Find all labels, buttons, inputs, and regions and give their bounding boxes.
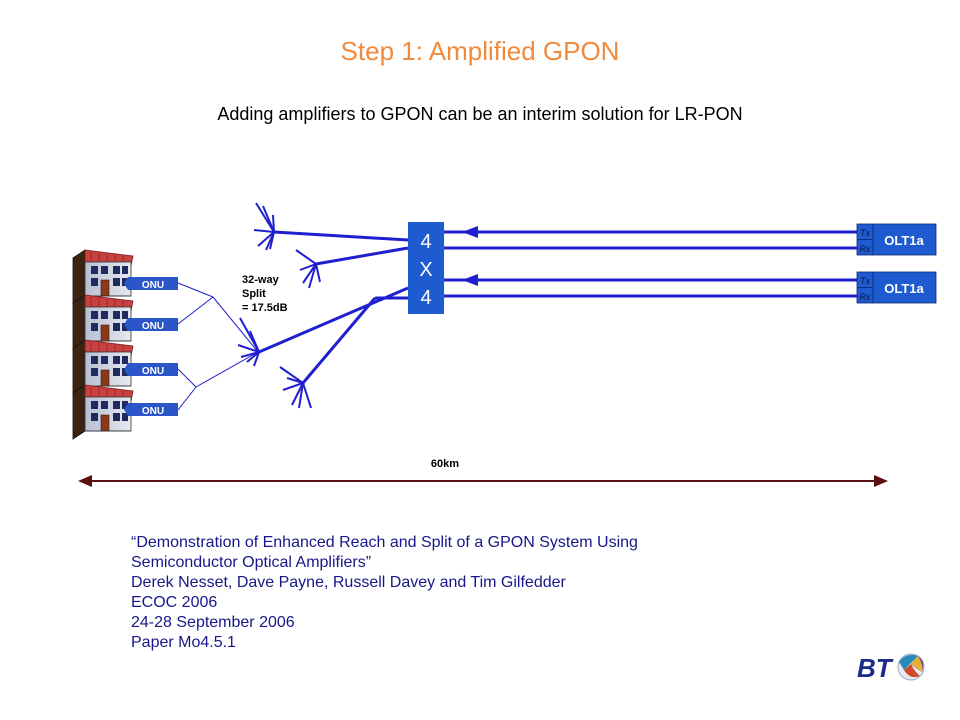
svg-text:OLT1a: OLT1a (884, 281, 924, 296)
splitter-fanout (253, 202, 275, 251)
svg-text:BT: BT (857, 653, 894, 683)
splitter-label: 32-way Split = 17.5dB (242, 274, 288, 314)
slide-title: Step 1: Amplified GPON (340, 36, 620, 66)
reference-line: “Demonstration of Enhanced Reach and Spl… (131, 534, 638, 551)
onu-box: ONU (124, 318, 178, 332)
svg-text:OLT1a: OLT1a (884, 233, 924, 248)
olt-unit: Tx Rx OLT1a (856, 271, 937, 304)
house-icon (72, 384, 134, 440)
svg-text:4: 4 (420, 287, 431, 309)
svg-text:Rx: Rx (860, 244, 871, 254)
svg-text:Tx: Tx (860, 228, 870, 238)
amplifier-4x4: 4 X 4 (408, 222, 444, 314)
direction-arrow-icon (462, 226, 478, 286)
svg-text:ONU: ONU (142, 366, 164, 377)
svg-text:Rx: Rx (860, 292, 871, 302)
reference-line: Derek Nesset, Dave Payne, Russell Davey … (131, 574, 566, 591)
reference-citation: “Demonstration of Enhanced Reach and Spl… (131, 533, 638, 653)
svg-text:Tx: Tx (860, 276, 870, 286)
distance-arrow: 60km (78, 458, 888, 487)
house-icon (72, 294, 134, 350)
reference-line: Semiconductor Optical Amplifiers” (131, 554, 372, 571)
bt-logo: BT (857, 653, 925, 683)
svg-text:Split: Split (242, 288, 266, 300)
reference-line: Paper Mo4.5.1 (131, 634, 236, 651)
splitter-fanout (295, 249, 321, 289)
splitter-fanout (279, 366, 312, 409)
feeder-fibres (258, 230, 409, 384)
reference-line: ECOC 2006 (131, 594, 218, 611)
house-icon (72, 339, 134, 395)
onu-box: ONU (124, 363, 178, 377)
svg-text:ONU: ONU (142, 280, 164, 291)
onu-box: ONU (124, 403, 178, 417)
svg-text:32-way: 32-way (242, 274, 280, 286)
onu-drop-fibres (177, 282, 259, 411)
slide-subtitle: Adding amplifiers to GPON can be an inte… (217, 104, 743, 124)
splitter-fanout (237, 317, 260, 367)
svg-text:X: X (419, 259, 432, 281)
svg-text:60km: 60km (431, 458, 459, 470)
olt-unit: Tx Rx OLT1a (856, 223, 937, 256)
svg-text:ONU: ONU (142, 321, 164, 332)
onu-box: ONU (124, 277, 178, 291)
svg-text:4: 4 (420, 231, 431, 253)
reference-line: 24-28 September 2006 (131, 614, 295, 631)
svg-text:ONU: ONU (142, 406, 164, 417)
svg-text:= 17.5dB: = 17.5dB (242, 302, 288, 314)
trunk-fibres (444, 230, 857, 298)
house-icon (72, 249, 134, 305)
